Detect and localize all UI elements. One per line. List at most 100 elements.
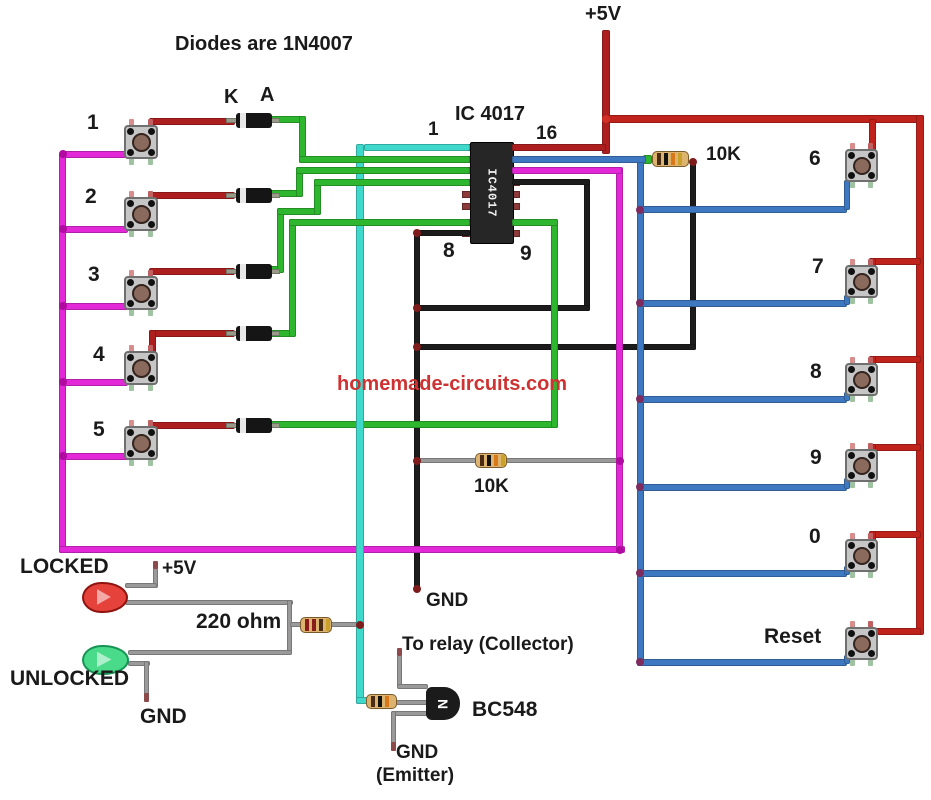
push-button-2-stub-bl <box>129 230 134 237</box>
wire-gnd-main-v <box>414 230 420 591</box>
wire-pin1-base-elbow <box>356 697 370 704</box>
diode-1n4007-1-lead-k <box>226 118 237 123</box>
push-button-2-pin-1 <box>127 200 134 207</box>
push-button-8-stub-tl <box>850 357 855 364</box>
push-button-6-stub-tl <box>850 143 855 150</box>
resistor-base <box>366 694 397 709</box>
push-button-3 <box>124 270 158 316</box>
push-button-0-actuator <box>852 546 871 565</box>
transistor-bc548-marking: N <box>435 698 451 709</box>
wire-led-join-v <box>287 600 292 655</box>
push-button-reset-pin-1 <box>848 630 855 637</box>
push-button-9-stub-tr <box>868 443 873 450</box>
ic-4017: IC4017 <box>470 142 514 244</box>
wire-key8-stub-v <box>844 392 850 401</box>
label-key-4: 4 <box>93 343 105 366</box>
junction-j-cyan-220 <box>356 621 364 629</box>
push-button-5-actuator <box>131 433 151 453</box>
push-button-3-pin-4 <box>148 300 155 307</box>
junction-j-mag-4 <box>59 378 67 386</box>
wire-d3-pin4-h-over <box>314 179 470 186</box>
ic-pin-right-11 <box>511 203 520 210</box>
label-diode-anode: A <box>260 84 275 106</box>
wire-key7-stub-v <box>844 295 850 305</box>
junction-j-mag-2 <box>59 225 67 233</box>
push-button-9-pin-4 <box>868 472 875 479</box>
wire-led-green-anode-h <box>128 650 292 655</box>
resistor-220 <box>300 617 332 633</box>
push-button-1-pin-3 <box>127 149 134 156</box>
push-button-0-pin-4 <box>868 562 875 569</box>
push-button-9-stub-tl <box>850 443 855 450</box>
wire-base-h <box>396 700 428 705</box>
push-button-6-pin-2 <box>868 152 875 159</box>
push-button-2-pin-3 <box>127 221 134 228</box>
label-pin-16: 16 <box>536 123 558 144</box>
wire-key0-branch <box>637 570 847 577</box>
wire-pin14-h-over <box>512 167 622 174</box>
wire-led-red-anode-h <box>125 583 157 588</box>
diode-1n4007-3 <box>226 264 280 279</box>
push-button-3-pin-3 <box>127 300 134 307</box>
wire-key8-branch <box>637 396 847 403</box>
wire-gnd-pin8-h-over <box>414 230 470 236</box>
push-button-6-actuator <box>852 156 871 175</box>
resistor-10k-top <box>652 151 689 167</box>
resistor-10k-top-band-4 <box>678 153 682 165</box>
label-pin-1: 1 <box>428 119 439 140</box>
push-button-6-stub-tr <box>868 143 873 150</box>
wire-d1-pin2-h-over <box>299 156 470 163</box>
push-button-1 <box>124 119 158 165</box>
push-button-9-actuator <box>852 456 871 475</box>
wire-d4-pin7-h-over <box>289 219 470 226</box>
wire-key7-branch <box>637 300 847 307</box>
push-button-7-pin-1 <box>848 268 855 275</box>
label-watermark: homemade-circuits.com <box>337 373 568 395</box>
push-button-6-stub-bl <box>850 181 855 188</box>
push-button-7-stub-tr <box>868 259 873 266</box>
wire-pin14-v <box>616 167 623 553</box>
wire-reset-branch <box>637 659 847 666</box>
diode-1n4007-3-lead-k <box>226 269 237 274</box>
resistor-10k-mid-band-4 <box>501 455 505 466</box>
diode-1n4007-3-lead-a <box>271 269 280 274</box>
junction-j-blue-0 <box>636 569 644 577</box>
wire-key9-stub-v <box>844 478 850 489</box>
wire-key9-hook-h <box>869 444 921 451</box>
label-r10k-top: 10K <box>706 144 741 165</box>
push-button-5-stub-br <box>148 459 153 466</box>
push-button-7 <box>845 259 878 304</box>
label-gnd-emitter-line2: (Emitter) <box>376 765 455 786</box>
label-key-reset: Reset <box>764 625 822 648</box>
push-button-7-pin-3 <box>848 288 855 295</box>
led-locked-shine <box>96 588 111 606</box>
label-key-6: 6 <box>809 147 821 170</box>
wire-supply-rail-top-h <box>602 115 924 123</box>
label-pin-8: 8 <box>443 239 455 262</box>
wire-d3-out-v2 <box>314 179 321 215</box>
wire-r10k-mid-lead-r <box>506 458 620 463</box>
label-pin-9: 9 <box>520 242 532 265</box>
diode-1n4007-5-lead-k <box>226 423 237 428</box>
wire-key6-stub-v <box>844 180 850 210</box>
wire-key4-diode-h <box>149 330 235 337</box>
push-button-5 <box>124 420 158 466</box>
push-button-reset-stub-bl <box>850 659 855 666</box>
push-button-7-actuator <box>852 272 871 291</box>
push-button-8-pin-1 <box>848 366 855 373</box>
wire-key3-branch <box>62 303 128 310</box>
push-button-5-stub-bl <box>129 459 134 466</box>
diode-1n4007-4-band <box>240 326 246 341</box>
push-button-reset-stub-br <box>868 659 873 666</box>
ic-pin-left-6 <box>462 203 471 210</box>
wire-collector-h <box>397 684 428 689</box>
wire-pin1-h-over <box>364 144 470 151</box>
push-button-8-actuator <box>852 370 871 389</box>
diode-1n4007-1-band <box>240 113 246 128</box>
push-button-8 <box>845 357 878 402</box>
diode-1n4007-2-lead-a <box>271 193 280 198</box>
label-unlocked: UNLOCKED <box>10 667 129 690</box>
wire-d5-pin10-h-over <box>512 219 558 226</box>
push-button-5-pin-1 <box>127 429 134 436</box>
junction-j-mag-corner <box>616 546 624 554</box>
